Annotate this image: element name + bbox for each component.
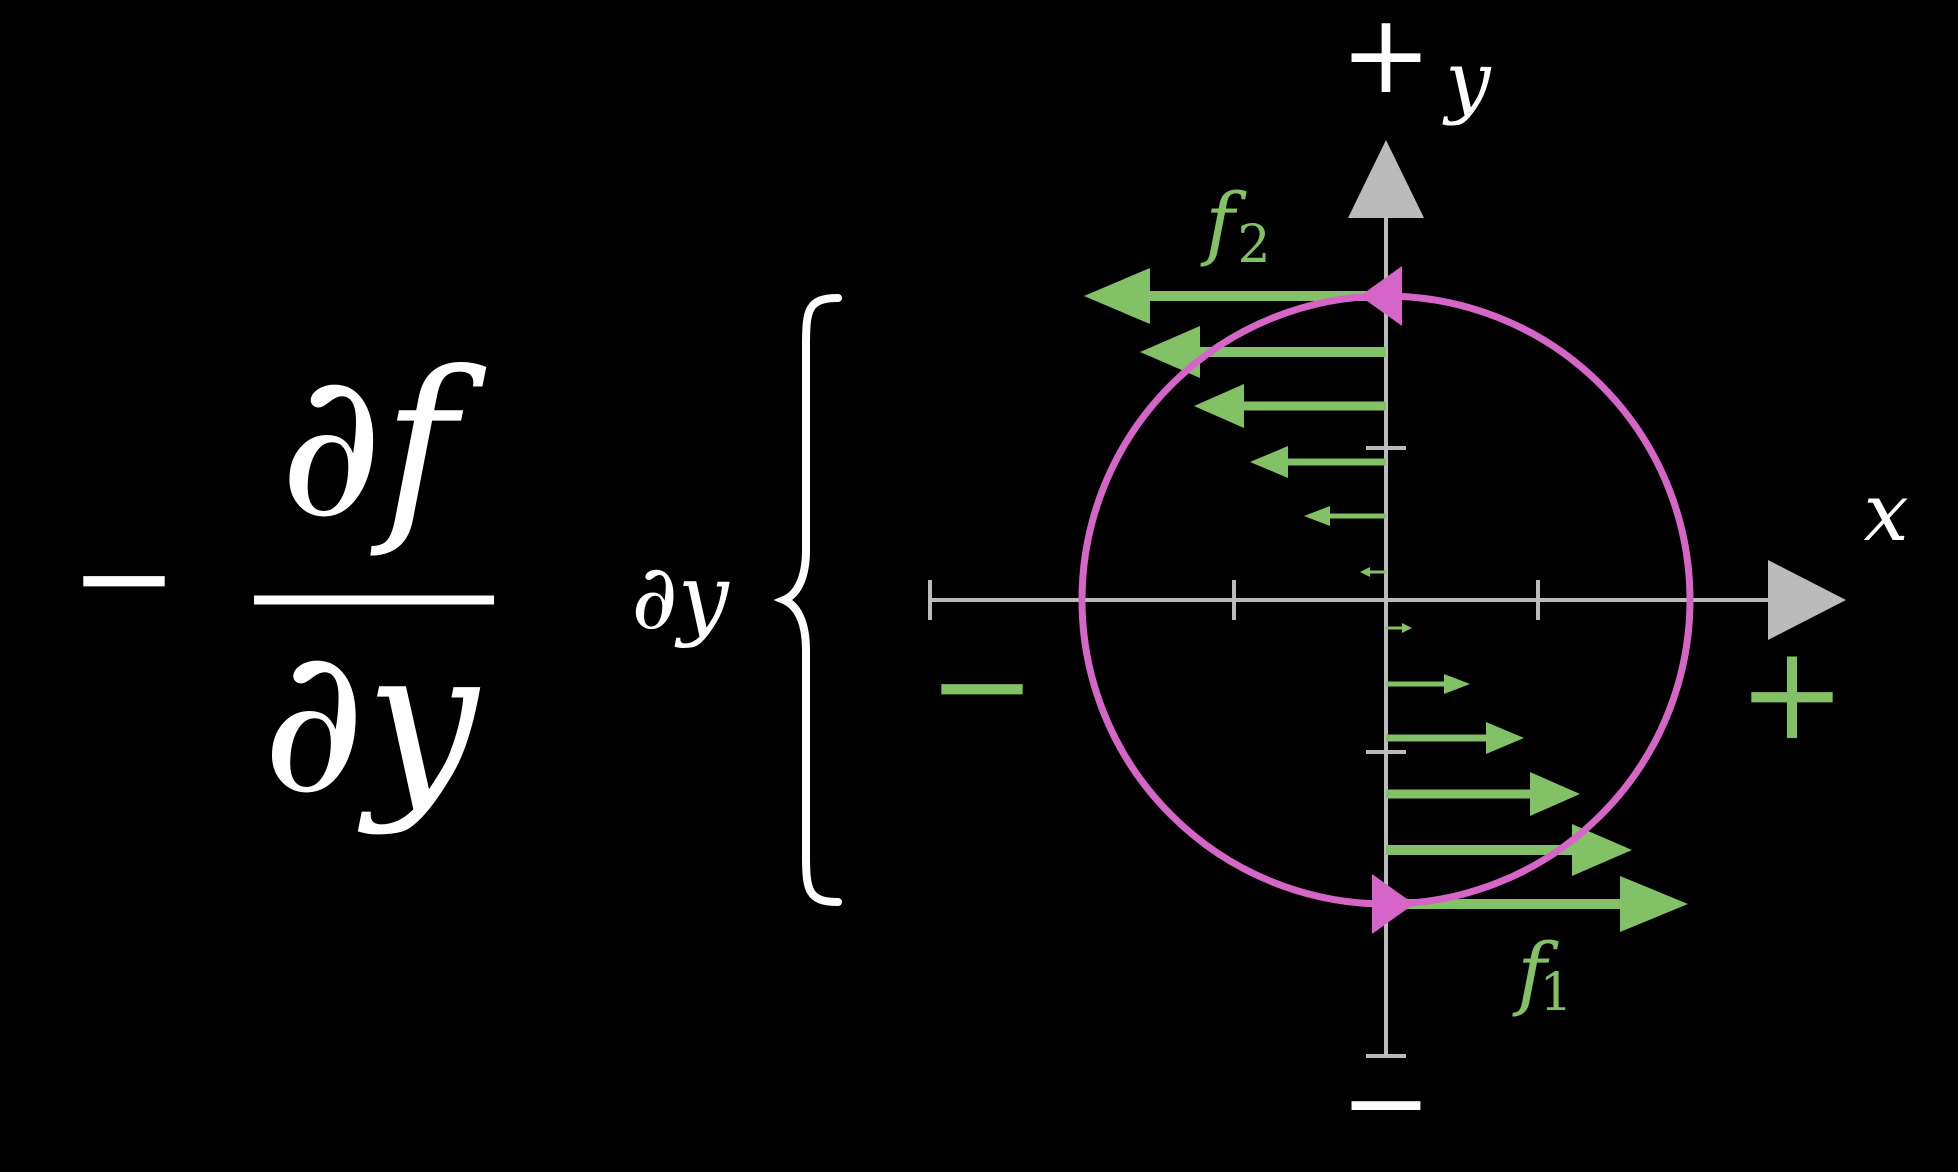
y-plus-sign: + (1340, 0, 1432, 118)
f1-label: f 1 (1512, 926, 1572, 1023)
vector-arrowhead (1486, 722, 1524, 754)
formula-denominator: ∂y (262, 605, 481, 838)
curly-brace (773, 294, 842, 906)
vector-field-arrows (1084, 268, 1688, 932)
vector-arrowhead (1140, 326, 1200, 378)
circle-direction-arrowhead-bottom (1372, 874, 1414, 934)
circle-direction-arrowhead-top (1360, 266, 1402, 326)
vector-arrowhead (1530, 772, 1580, 816)
x-minus-sign: − (928, 609, 1037, 761)
y-axis-label: y (1442, 34, 1492, 127)
vector-arrowhead (1084, 268, 1150, 324)
vector-arrowhead (1304, 506, 1330, 526)
vector-arrowhead (1360, 567, 1370, 577)
x-plus-sign: + (1738, 617, 1847, 769)
y-axis-arrowhead (1348, 140, 1424, 218)
vector-arrowhead (1572, 824, 1632, 876)
f2-subscript: 2 (1237, 215, 1270, 275)
vector-arrowhead (1620, 876, 1688, 932)
formula-numerator: ∂f (279, 329, 486, 562)
vector-arrowhead (1194, 384, 1244, 428)
vector-arrowhead (1444, 674, 1470, 694)
f2-label: f 2 (1200, 176, 1270, 275)
vector-arrowhead (1402, 623, 1412, 633)
brace-label: ∂y (631, 545, 730, 650)
x-axis-arrowhead (1768, 560, 1846, 640)
formula-minus: − (70, 501, 179, 653)
vector-arrowhead (1250, 446, 1288, 478)
partial-derivative-formula: − ∂f ∂y (70, 329, 494, 838)
x-axis-label: x (1863, 466, 1908, 559)
f1-subscript: 1 (1539, 963, 1572, 1023)
y-minus-sign: − (1340, 1038, 1432, 1166)
